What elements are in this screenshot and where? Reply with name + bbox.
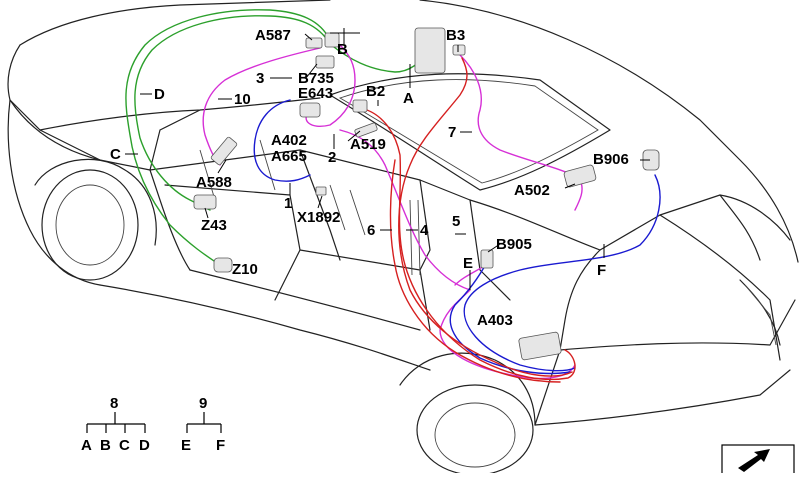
label-A502: A502 <box>514 182 550 199</box>
legend-9-child-F: F <box>216 437 225 454</box>
label-3: 3 <box>256 70 264 87</box>
label-X1892: X1892 <box>297 209 340 226</box>
label-B2: B2 <box>366 83 385 100</box>
label-5: 5 <box>452 213 460 230</box>
direction-arrow-icon <box>721 444 795 476</box>
label-A: A <box>403 90 414 107</box>
label-1: 1 <box>284 195 292 212</box>
component-b735 <box>315 55 335 69</box>
label-B3: B3 <box>446 27 465 44</box>
label-E643: E643 <box>298 85 333 102</box>
component-a403 <box>518 331 562 361</box>
label-D: D <box>154 86 165 103</box>
component-b905 <box>480 249 494 269</box>
component-z43 <box>193 194 217 210</box>
legend-8-label: 8 <box>110 395 118 412</box>
label-7: 7 <box>448 124 456 141</box>
legend-group-9: 9 E F <box>181 395 225 454</box>
legend-group-8: 8 A B C D <box>81 395 150 454</box>
component-b3 <box>452 44 466 56</box>
components <box>193 27 660 361</box>
label-4: 4 <box>420 222 429 239</box>
label-B: B <box>337 41 348 58</box>
harness-red <box>359 57 576 383</box>
label-C: C <box>110 146 121 163</box>
component-x1892 <box>315 186 327 196</box>
component-b2 <box>352 99 368 113</box>
label-B735: B735 <box>298 70 334 87</box>
legend-8-child-B: B <box>100 437 111 454</box>
legend-8-child-C: C <box>119 437 130 454</box>
component-a519 <box>354 122 378 138</box>
label-A665: A665 <box>271 148 307 165</box>
component-a502 <box>563 164 597 188</box>
component-a588 <box>210 136 238 166</box>
harness-blue <box>253 99 661 375</box>
label-A403: A403 <box>477 312 513 329</box>
label-2: 2 <box>328 149 336 166</box>
labels: A587 B B3 3 B735 E643 B2 A D 10 7 C A402… <box>110 27 629 329</box>
label-E: E <box>463 255 473 272</box>
label-B906: B906 <box>593 151 629 168</box>
component-b3-module <box>414 27 446 74</box>
label-A588: A588 <box>196 174 232 191</box>
label-B905: B905 <box>496 236 532 253</box>
harness-magenta <box>202 44 583 380</box>
legend-9-label: 9 <box>199 395 207 412</box>
label-F: F <box>597 262 606 279</box>
label-A587: A587 <box>255 27 291 44</box>
label-6: 6 <box>367 222 375 239</box>
component-a587 <box>305 37 323 49</box>
label-A519: A519 <box>350 136 386 153</box>
component-a402 <box>299 102 321 118</box>
label-Z43: Z43 <box>201 217 227 234</box>
legend-8-child-D: D <box>139 437 150 454</box>
label-Z10: Z10 <box>232 261 258 278</box>
legend-9-child-E: E <box>181 437 191 454</box>
component-z10 <box>213 257 233 273</box>
leader-lines <box>125 28 650 290</box>
label-10: 10 <box>234 91 251 108</box>
label-A402: A402 <box>271 132 307 149</box>
legend-8-child-A: A <box>81 437 92 454</box>
